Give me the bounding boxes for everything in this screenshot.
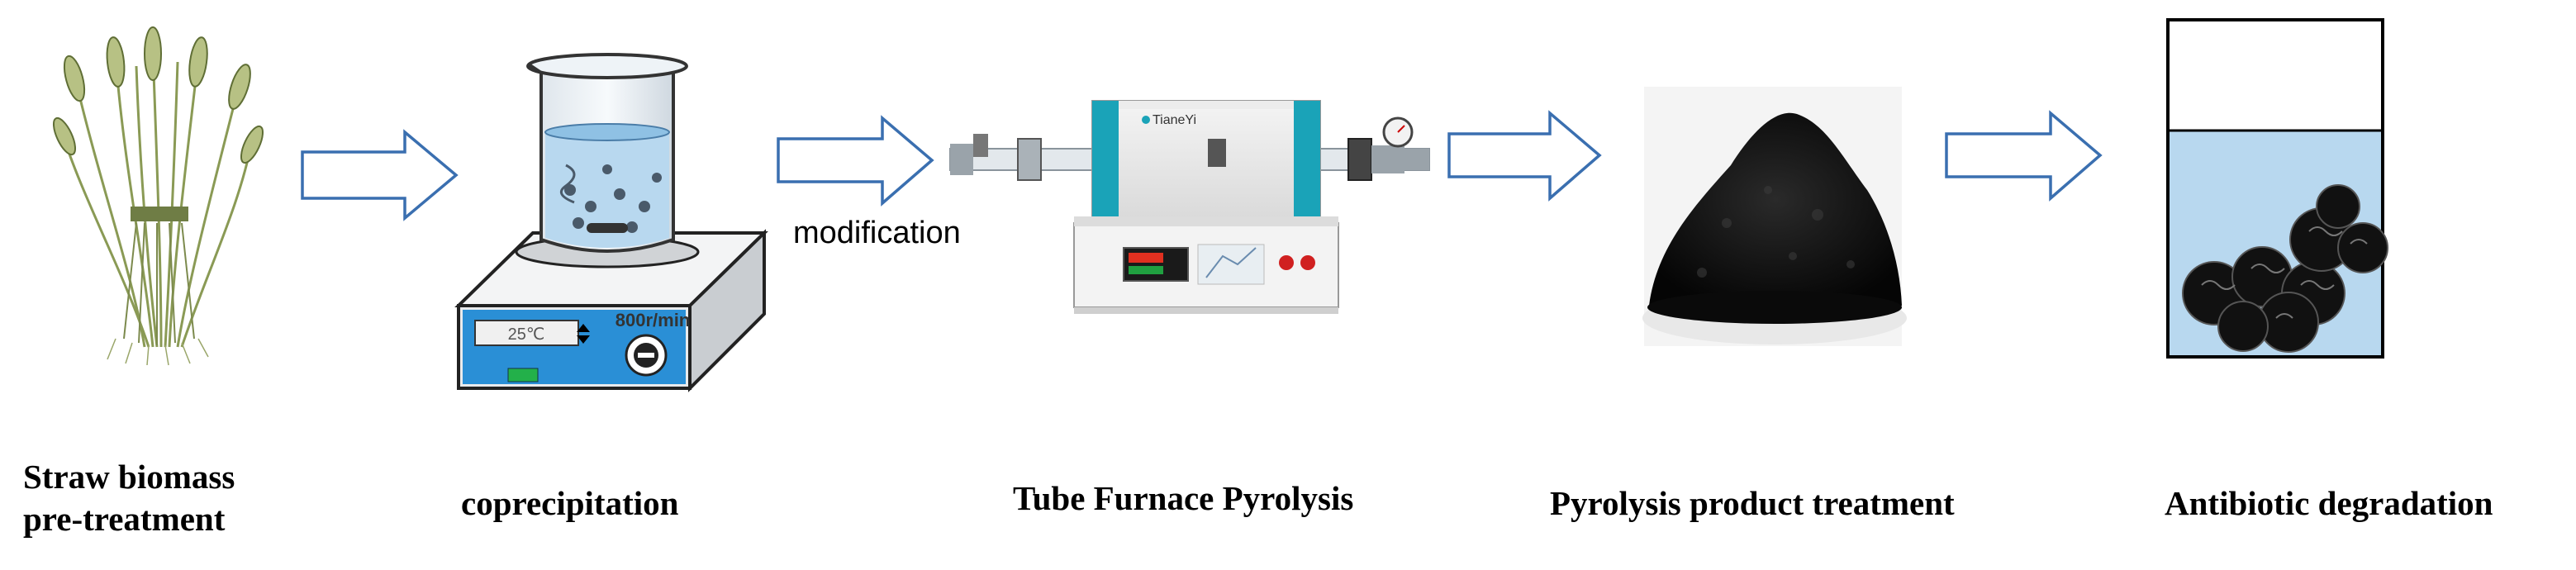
beaker-with-particles-icon bbox=[2166, 18, 2388, 359]
beaker-on-stirrer-icon: 25℃ 800r/min bbox=[454, 53, 768, 392]
step-label-furnace: Tube Furnace Pyrolysis bbox=[1013, 479, 1354, 517]
temperature-display: 25℃ bbox=[508, 325, 545, 344]
black-powder-icon bbox=[1642, 87, 1907, 346]
speed-display: 800r/min bbox=[615, 310, 691, 330]
furnace-brand-label: TianeYi bbox=[1153, 113, 1196, 127]
flow-arrow-2 bbox=[777, 115, 934, 207]
step-label-coprecipitation: coprecipitation bbox=[461, 484, 679, 522]
step-label-straw: Straw biomass pre-treatment bbox=[23, 458, 235, 539]
flow-arrow-4 bbox=[1945, 110, 2103, 202]
tube-furnace-icon: TianeYi bbox=[949, 100, 1430, 314]
flow-arrow-3 bbox=[1447, 110, 1602, 202]
step-label-product: Pyrolysis product treatment bbox=[1550, 484, 1955, 522]
step-label-degradation: Antibiotic degradation bbox=[2165, 484, 2493, 522]
straw-bundle-icon bbox=[52, 26, 264, 366]
modification-label: modification bbox=[793, 216, 961, 250]
flow-arrow-1 bbox=[301, 129, 459, 221]
